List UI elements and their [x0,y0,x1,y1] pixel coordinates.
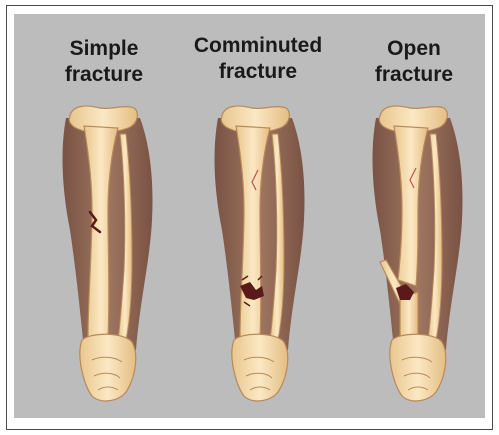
open-fracture-leg [373,106,463,401]
simple-ankle [80,334,136,401]
simple-fracture-leg [63,106,153,401]
open-ankle [390,334,446,401]
comminuted-fracture-leg [215,106,305,401]
comminuted-ankle [232,334,288,401]
